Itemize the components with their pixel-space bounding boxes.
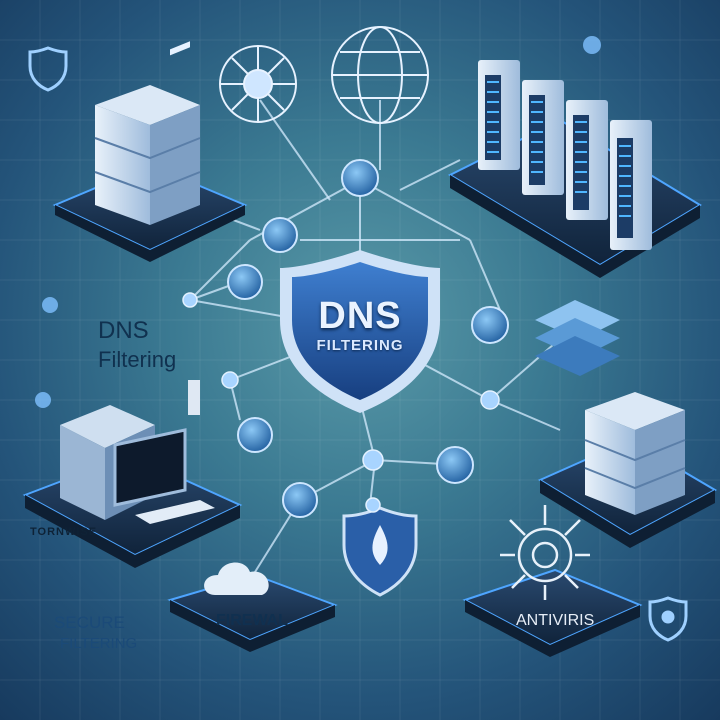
node-low-right xyxy=(436,446,474,484)
firewall-label: FIREWAL xyxy=(216,612,288,629)
cloud-icon xyxy=(204,562,269,595)
corner-label-line1: SECURE xyxy=(54,613,125,632)
workstation-platform xyxy=(22,380,243,568)
side-label-title: DNS xyxy=(98,317,149,344)
server-stack-top-left xyxy=(52,41,248,262)
antivirus-icon xyxy=(500,505,590,600)
storage-blocks xyxy=(535,300,620,376)
node-right xyxy=(471,306,509,344)
shield-title: DNS xyxy=(318,295,402,337)
shield-icon xyxy=(28,46,68,92)
pin-icons xyxy=(35,36,601,408)
server-stack-bottom-right xyxy=(537,392,718,548)
node-top xyxy=(341,159,379,197)
dns-shield xyxy=(280,250,440,413)
globe-icon xyxy=(331,26,429,124)
node-lock xyxy=(227,264,263,300)
antivirus-platform xyxy=(462,505,643,657)
workstation-label: TORNWISE xyxy=(30,526,98,538)
drop-shield-icon xyxy=(342,506,418,597)
network-nodes xyxy=(182,159,509,518)
shield-subtitle: FILTERING xyxy=(316,337,404,354)
server-rack-top-right xyxy=(447,60,702,278)
network-icon xyxy=(219,45,297,123)
corner-label-line2: FILTERING xyxy=(60,635,138,652)
node-left xyxy=(262,217,298,253)
antivirus-label: ANTIVIRIS xyxy=(516,612,595,629)
side-label-subtitle: Filtering xyxy=(98,347,177,372)
node-low-left xyxy=(237,417,273,453)
lock-icon xyxy=(648,596,688,642)
node-bottom xyxy=(282,482,318,518)
firewall-platform xyxy=(167,562,338,652)
